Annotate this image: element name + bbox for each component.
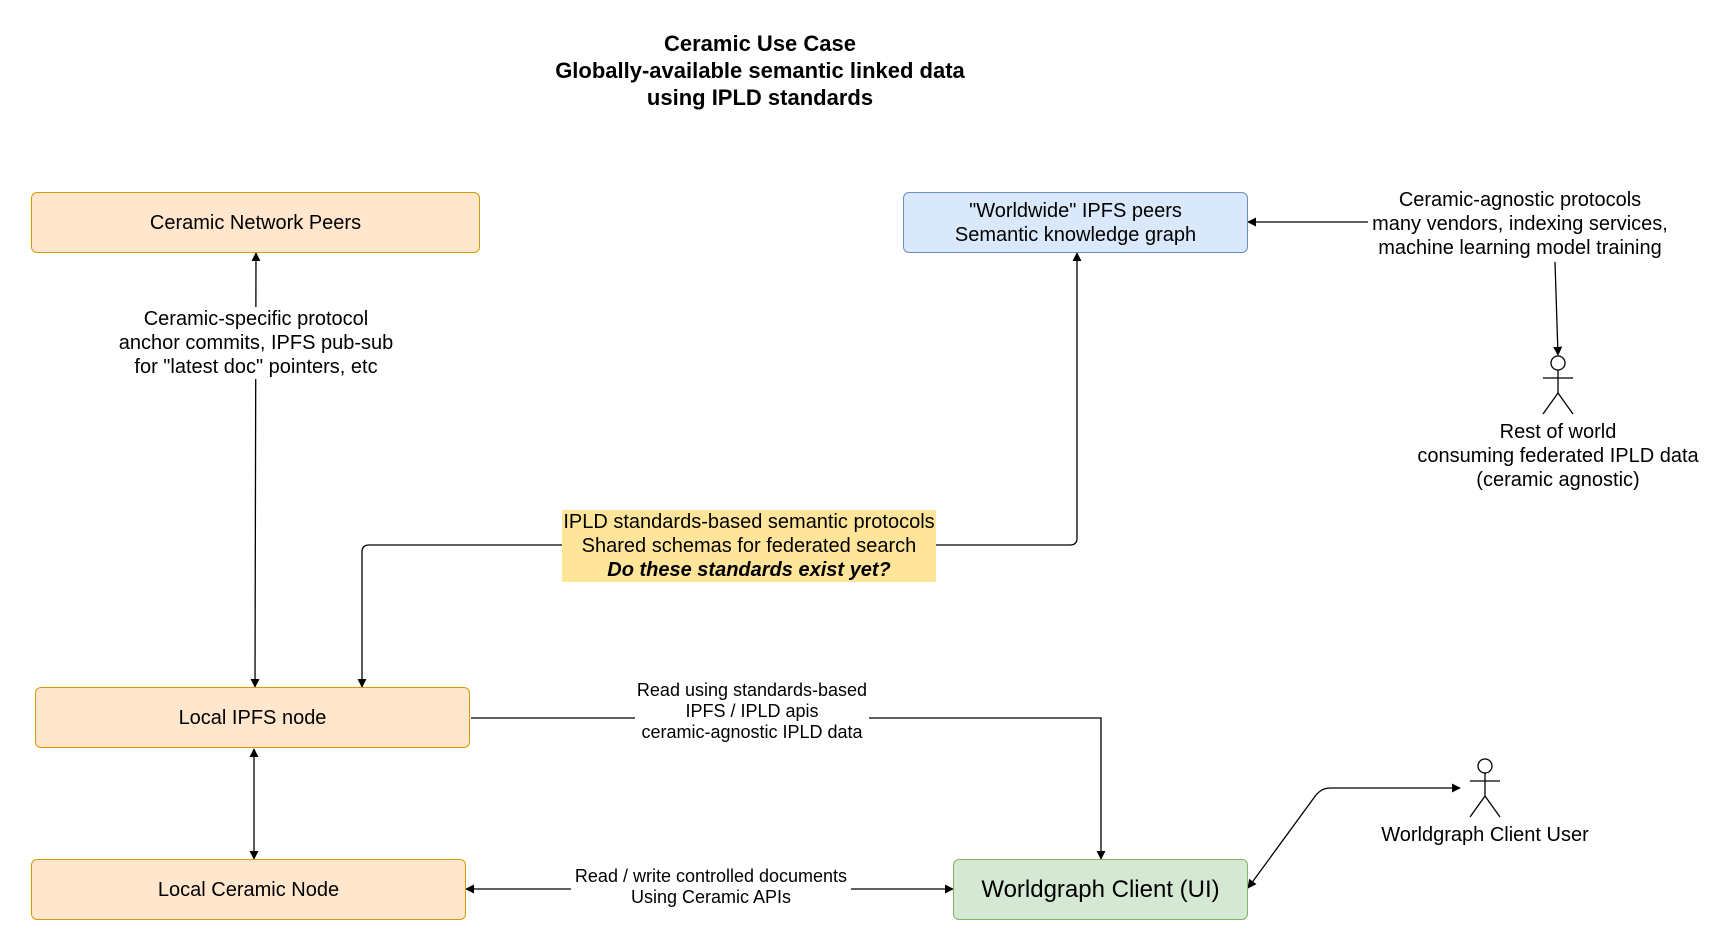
diagram-title: Ceramic Use Case Globally-available sema… [450, 30, 1070, 111]
read-write-ceramic-label: Read / write controlled documents Using … [571, 866, 851, 908]
agnostic-protocols-line-3: machine learning model training [1378, 237, 1662, 259]
read-write-ceramic-line-1: Read / write controlled documents [574, 866, 848, 886]
client-user-name: Worldgraph Client User [1381, 824, 1589, 846]
title-line-1: Ceramic Use Case [663, 31, 856, 56]
local-ipfs-node-label: Local IPFS node [178, 706, 327, 729]
agnostic-protocols-line-2: many vendors, indexing services, [1372, 213, 1668, 235]
worldgraph-client-label: Worldgraph Client (UI) [981, 875, 1220, 903]
client-user-label: Worldgraph Client User [1360, 823, 1610, 847]
rest-of-world-line-2: consuming federated IPLD data [1417, 445, 1699, 467]
ceramic-protocol-line-1: Ceramic-specific protocol [143, 308, 369, 330]
agnostic-protocols-line-1: Ceramic-agnostic protocols [1398, 189, 1642, 211]
rest-of-world-actor-icon [1542, 355, 1574, 415]
title-line-3: using IPLD standards [646, 85, 874, 110]
ceramic-protocol-line-2: anchor commits, IPFS pub-sub [118, 332, 394, 354]
ceramic-network-peers-label: Ceramic Network Peers [149, 211, 362, 234]
local-ceramic-node[interactable]: Local Ceramic Node [31, 859, 466, 920]
edge-agnostic-to-rest-of-world [1553, 261, 1563, 356]
rest-of-world-line-3: (ceramic agnostic) [1476, 469, 1640, 491]
rest-of-world-label: Rest of world consuming federated IPLD d… [1408, 420, 1708, 492]
worldwide-peers-line-2: Semantic knowledge graph [954, 223, 1197, 246]
worldwide-peers-line-1: "Worldwide" IPFS peers [969, 199, 1182, 222]
local-ceramic-node-label: Local Ceramic Node [157, 878, 340, 901]
read-write-ceramic-line-2: Using Ceramic APIs [630, 887, 792, 907]
worldgraph-client-node[interactable]: Worldgraph Client (UI) [953, 859, 1248, 920]
read-ipfs-line-2: IPFS / IPLD apis [685, 701, 819, 721]
ipld-standards-question: Do these standards exist yet? [607, 559, 891, 581]
ceramic-protocol-line-3: for "latest doc" pointers, etc [134, 356, 378, 378]
edge-ipfs-to-worldwide [357, 252, 1082, 688]
client-user-actor-icon [1469, 758, 1501, 818]
local-ipfs-node[interactable]: Local IPFS node [35, 687, 470, 748]
rest-of-world-line-1: Rest of world [1499, 421, 1617, 443]
read-ipfs-label: Read using standards-based IPFS / IPLD a… [635, 680, 869, 743]
ceramic-protocol-label: Ceramic-specific protocol anchor commits… [110, 307, 402, 379]
ceramic-network-peers-node[interactable]: Ceramic Network Peers [31, 192, 480, 253]
agnostic-protocols-label: Ceramic-agnostic protocols many vendors,… [1368, 188, 1672, 260]
ipld-standards-line-1: IPLD standards-based semantic protocols [563, 511, 935, 533]
worldwide-ipfs-peers-node[interactable]: "Worldwide" IPFS peers Semantic knowledg… [903, 192, 1248, 253]
ipld-standards-label: IPLD standards-based semantic protocols … [562, 510, 936, 582]
read-ipfs-line-3: ceramic-agnostic IPLD data [641, 722, 863, 742]
title-line-2: Globally-available semantic linked data [555, 58, 965, 83]
edge-user-to-client [1247, 783, 1461, 889]
ipld-standards-line-2: Shared schemas for federated search [581, 535, 917, 557]
read-ipfs-line-1: Read using standards-based [636, 680, 868, 700]
